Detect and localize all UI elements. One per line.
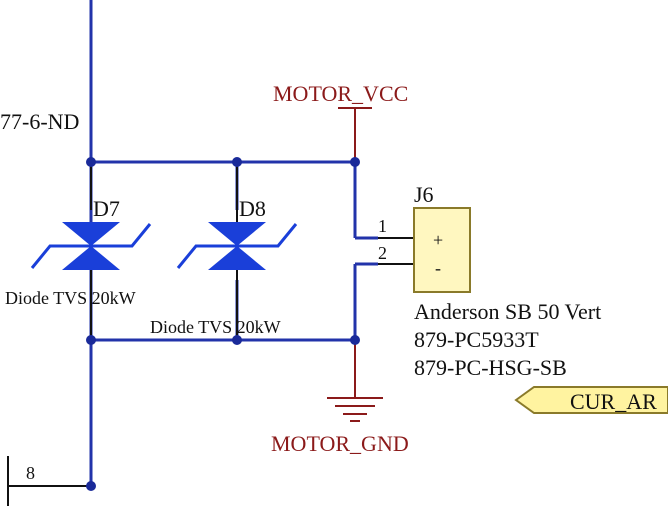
- j6-plus-sign: +: [433, 230, 443, 250]
- j6-minus-sign: -: [435, 258, 441, 278]
- j6-description: Anderson SB 50 Vert: [414, 299, 601, 324]
- j6-designator: J6: [414, 182, 434, 207]
- junction-dot: [86, 335, 96, 345]
- motor-gnd-port[interactable]: [327, 340, 383, 422]
- d7-designator: D7: [93, 196, 120, 221]
- junction-dot: [350, 157, 360, 167]
- j6-part2: 879-PC-HSG-SB: [414, 355, 567, 380]
- d8-diode-symbol[interactable]: [176, 162, 298, 340]
- junction-dots: [86, 157, 360, 491]
- motor-vcc-label: MOTOR_VCC: [273, 81, 408, 106]
- left-net-label: 77-6-ND: [0, 109, 79, 134]
- junction-dot: [232, 335, 242, 345]
- d7-diode-symbol[interactable]: [30, 222, 152, 340]
- j6-pin2-number: 2: [378, 243, 387, 263]
- j6-part1: 879-PC5933T: [414, 327, 539, 352]
- cur-port-label: CUR_AR: [570, 389, 657, 414]
- d8-lower-triangle: [208, 246, 266, 270]
- cur-port-shape[interactable]: [514, 386, 668, 414]
- d8-cathode-bar: [176, 223, 298, 269]
- j6-pin1-number: 1: [378, 216, 387, 236]
- junction-dot: [232, 157, 242, 167]
- junction-dot: [350, 335, 360, 345]
- junction-dot: [86, 157, 96, 167]
- left-pin-number: 8: [26, 463, 35, 483]
- d8-designator: D8: [239, 196, 266, 221]
- text-labels: 77-6-ND MOTOR_VCC MOTOR_GND D7 Diode TVS…: [0, 81, 657, 483]
- d7-lower-triangle: [62, 246, 120, 270]
- dark-wires: [7, 162, 414, 506]
- j6-connector-body[interactable]: [413, 207, 471, 293]
- d7-value: Diode TVS 20kW: [5, 288, 136, 308]
- motor-gnd-label: MOTOR_GND: [271, 431, 409, 456]
- motor-vcc-port[interactable]: [338, 107, 372, 162]
- d7-cathode-bar: [30, 223, 152, 269]
- junction-dot: [86, 481, 96, 491]
- d7-upper-triangle: [62, 222, 120, 246]
- d8-upper-triangle: [208, 222, 266, 246]
- d8-value: Diode TVS 20kW: [150, 317, 281, 337]
